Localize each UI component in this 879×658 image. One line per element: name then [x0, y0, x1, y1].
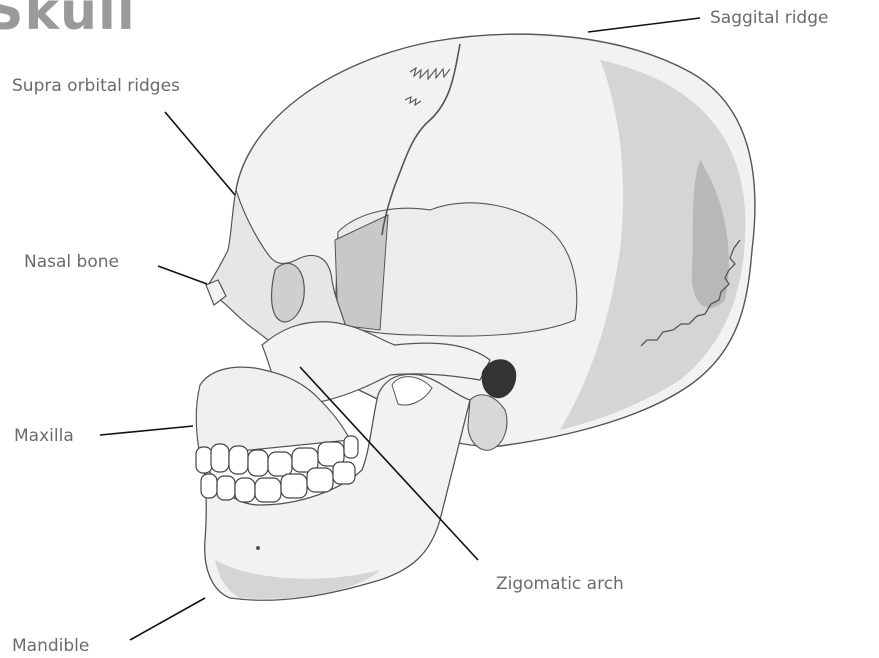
label-mandible: Mandible — [12, 636, 89, 656]
label-supra-orbital-ridges: Supra orbital ridges — [12, 76, 180, 96]
page-title: Skull — [0, 0, 136, 38]
leader-maxilla — [100, 426, 193, 435]
label-saggital-ridge: Saggital ridge — [710, 8, 828, 28]
leader-mandible — [130, 598, 205, 640]
label-nasal-bone: Nasal bone — [24, 252, 119, 272]
label-zigomatic-arch: Zigomatic arch — [496, 574, 624, 594]
leader-nasal-bone — [158, 266, 207, 284]
leader-saggital-ridge — [588, 18, 700, 32]
label-maxilla: Maxilla — [14, 426, 74, 446]
mental-foramen — [256, 546, 260, 550]
leader-supra-orbital — [165, 112, 235, 195]
